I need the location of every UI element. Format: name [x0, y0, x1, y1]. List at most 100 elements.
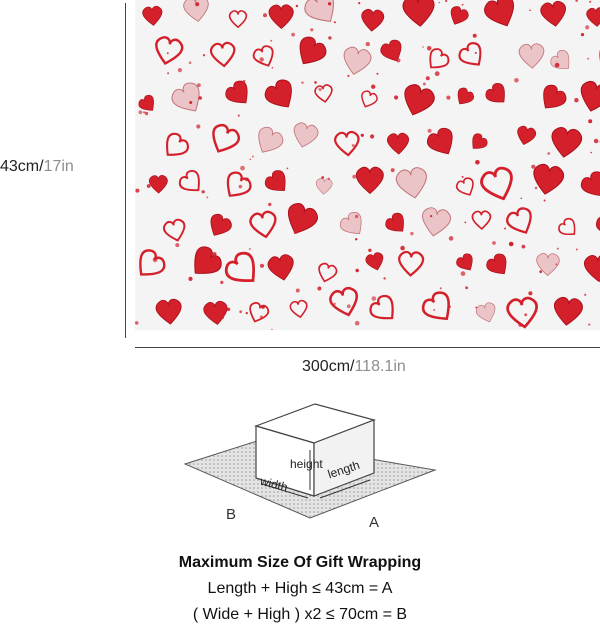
dot-decoration	[461, 3, 464, 6]
dot-decoration	[426, 46, 432, 51]
heart-icon	[484, 0, 515, 27]
diagram-label-a: A	[369, 514, 380, 531]
dot-decoration	[588, 119, 593, 124]
heart-icon	[553, 296, 583, 326]
dot-decoration	[252, 155, 254, 158]
heart-icon	[162, 218, 186, 242]
dot-decoration	[355, 214, 359, 219]
heart-icon	[343, 46, 372, 75]
heart-icon	[550, 50, 570, 69]
dot-decoration	[422, 82, 426, 86]
dot-decoration	[425, 76, 430, 81]
heart-icon	[339, 211, 362, 235]
formula-a: Length + High ≤ 43cm = A	[207, 580, 393, 597]
heart-icon	[380, 39, 402, 62]
dot-decoration	[589, 0, 592, 3]
height-metric: 43cm/	[0, 158, 44, 175]
dot-decoration	[492, 241, 496, 245]
heart-icon	[580, 171, 600, 197]
dot-decoration	[135, 321, 139, 325]
dot-decoration	[461, 175, 464, 178]
dot-decoration	[422, 46, 424, 48]
dot-decoration	[545, 13, 549, 18]
dot-decoration	[197, 83, 201, 88]
heart-icon	[456, 253, 473, 271]
dot-decoration	[430, 215, 433, 218]
heart-icon	[249, 302, 270, 323]
heart-icon	[486, 253, 507, 275]
dot-decoration	[501, 6, 505, 10]
dot-decoration	[383, 277, 386, 280]
heart-icon	[536, 253, 560, 277]
heart-icon	[583, 254, 600, 283]
dot-decoration	[588, 323, 591, 326]
dot-decoration	[355, 268, 359, 273]
dot-decoration	[188, 61, 192, 64]
heart-icon	[149, 175, 168, 194]
dot-decoration	[321, 176, 325, 179]
dot-decoration	[556, 247, 559, 250]
dot-decoration	[585, 25, 590, 30]
box-right-face	[313, 419, 375, 497]
dot-decoration	[201, 190, 205, 194]
heart-icon	[599, 43, 600, 72]
dot-decoration	[295, 288, 300, 293]
heart-icon	[518, 43, 545, 69]
dot-decoration	[521, 244, 526, 249]
heart-icon	[304, 0, 335, 22]
heart-icon	[318, 262, 338, 283]
dot-decoration	[554, 62, 560, 68]
dot-decoration	[286, 167, 289, 170]
dot-decoration	[135, 188, 140, 193]
dot-decoration	[177, 68, 182, 73]
dot-decoration	[271, 328, 273, 330]
dot-decoration	[195, 2, 200, 7]
dot-decoration	[371, 84, 376, 89]
heart-icon	[586, 7, 600, 27]
heart-icon	[480, 166, 513, 201]
dot-decoration	[547, 152, 551, 155]
heart-icon	[485, 83, 505, 103]
dot-decoration	[474, 51, 477, 54]
heart-icon	[289, 299, 308, 319]
heart-icon	[334, 130, 360, 157]
heart-icon	[369, 294, 394, 320]
dot-decoration	[390, 168, 395, 173]
dot-decoration	[293, 230, 298, 234]
dot-decoration	[434, 71, 440, 77]
heart-icon	[458, 42, 482, 66]
dot-decoration	[167, 72, 170, 75]
heart-icon	[365, 252, 384, 271]
dot-decoration	[465, 286, 468, 290]
heart-icon	[421, 291, 450, 320]
dot-decoration	[475, 160, 480, 165]
heart-icon	[472, 133, 488, 149]
dot-decoration	[427, 128, 432, 133]
heart-icon	[429, 48, 450, 69]
dot-decoration	[295, 4, 299, 8]
dot-decoration	[291, 32, 295, 37]
heart-pattern	[135, 0, 600, 330]
dot-decoration	[376, 72, 379, 75]
dot-decoration	[146, 184, 151, 188]
dot-decoration	[396, 58, 401, 63]
dot-decoration	[352, 174, 357, 179]
dot-decoration	[347, 74, 350, 78]
dot-decoration	[445, 0, 448, 3]
dot-decoration	[188, 276, 193, 281]
dot-decoration	[438, 1, 441, 4]
dot-decoration	[152, 257, 158, 263]
heart-icon	[387, 132, 410, 155]
dot-decoration	[202, 54, 206, 57]
heart-icon	[203, 300, 228, 325]
heart-icon	[228, 10, 248, 29]
heart-icon	[457, 87, 474, 105]
dot-decoration	[238, 184, 243, 189]
heart-icon	[249, 210, 277, 239]
formula-b: ( Wide + High ) x2 ≤ 70cm = B	[192, 606, 408, 623]
wrapping-paper-pattern	[135, 0, 600, 330]
dot-decoration	[555, 263, 558, 266]
dot-decoration	[314, 81, 317, 84]
dot-decoration	[189, 101, 193, 104]
heart-icon	[506, 207, 532, 234]
